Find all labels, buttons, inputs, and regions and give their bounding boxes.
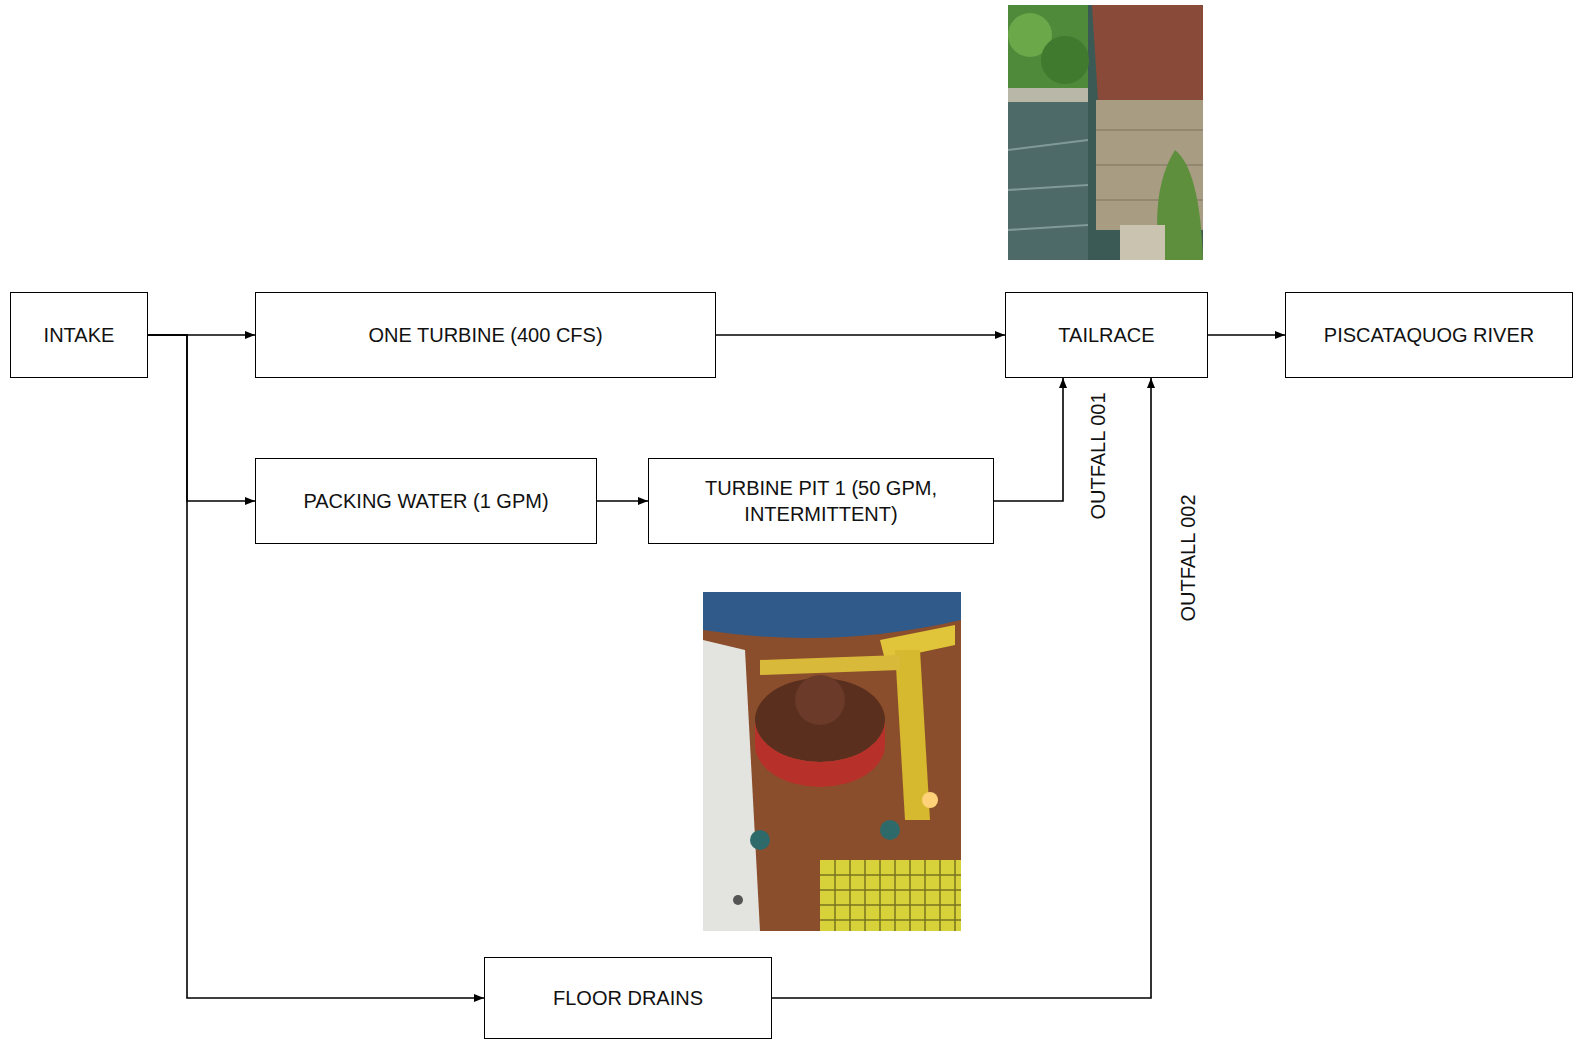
grating-bars [820,860,961,931]
lamp [922,792,938,808]
housing-column [703,640,760,931]
flow-arrow [148,335,484,998]
outfall-label: OUTFALL 002 [1175,492,1199,623]
box-label: ONE TURBINE (400 CFS) [358,322,612,348]
outfall-label: OUTFALL 001 [1085,390,1109,521]
box-label: TAILRACE [1048,322,1164,348]
generator-dome [703,592,961,638]
trees [1008,5,1088,97]
bolt [733,895,743,905]
process-box: TAILRACE [1005,292,1208,378]
motor [880,820,900,840]
turbine-pit-photo [703,592,961,931]
flow-arrow [1208,334,1285,336]
box-label: TURBINE PIT 1 (50 GPM, INTERMITTENT) [649,475,993,527]
process-box: PACKING WATER (1 GPM) [255,458,597,544]
yellow-beam [760,655,900,675]
tree [1041,36,1089,84]
shaft-coupling [795,675,845,725]
brick-wall [1088,5,1203,100]
flow-arrow [148,335,255,501]
process-box: INTAKE [10,292,148,378]
flow-arrow [994,378,1063,501]
grating-frame [820,860,961,931]
motor [750,830,770,850]
rock [1120,225,1165,260]
water [1008,102,1088,260]
water [1008,5,1203,260]
process-box: FLOOR DRAINS [484,957,772,1039]
box-label: PACKING WATER (1 GPM) [293,488,558,514]
tailrace-photo [1008,5,1203,260]
flow-arrow [597,500,648,502]
box-label: FLOOR DRAINS [543,985,713,1011]
box-label: PISCATAQUOG RIVER [1314,322,1544,348]
process-box: PISCATAQUOG RIVER [1285,292,1573,378]
process-box: TURBINE PIT 1 (50 GPM, INTERMITTENT) [648,458,994,544]
process-box: ONE TURBINE (400 CFS) [255,292,716,378]
red-ring [755,720,885,787]
shore [1008,88,1088,102]
pit-floor [703,592,961,931]
box-label: INTAKE [34,322,125,348]
flow-arrow [716,334,1005,336]
ripples [1008,140,1088,230]
grating [820,860,961,931]
